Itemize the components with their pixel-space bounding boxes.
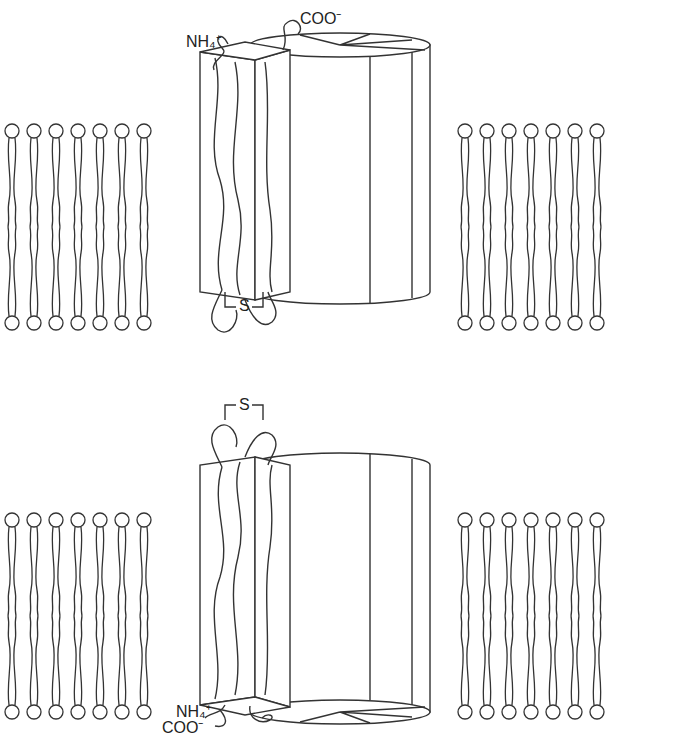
polypeptide-chain bbox=[205, 405, 276, 726]
terminus-label: COO⁻ bbox=[162, 719, 203, 737]
lipid-group bbox=[458, 124, 604, 330]
lipid-group bbox=[5, 124, 151, 330]
terminus-label: COO⁻ bbox=[300, 10, 341, 28]
channel-protein bbox=[200, 453, 430, 724]
terminus-label: NH₄⁺ bbox=[186, 33, 221, 51]
disulfide-label: S bbox=[239, 396, 250, 414]
terminus-label: NH₄⁺ bbox=[176, 703, 211, 721]
disulfide-label: S bbox=[239, 297, 250, 315]
channel-protein bbox=[200, 33, 430, 304]
lipid-group bbox=[458, 513, 604, 719]
polypeptide-chain bbox=[212, 20, 301, 332]
lipid-group bbox=[5, 513, 151, 719]
